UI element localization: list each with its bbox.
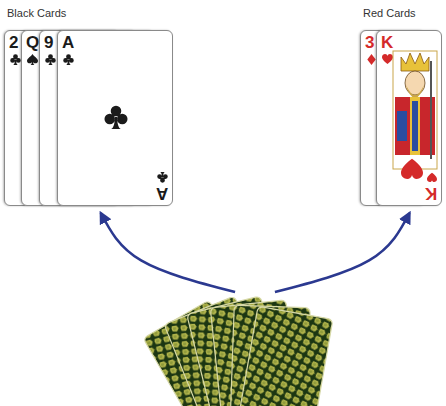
card-face <box>58 31 174 207</box>
card-rank: 2 <box>9 34 18 51</box>
deck-illustration <box>172 294 338 406</box>
card-rank: A <box>62 34 74 51</box>
card-rank: A <box>156 185 168 202</box>
flow-arrow <box>275 213 410 292</box>
card-rank: K <box>381 34 393 51</box>
suit-symbol <box>157 172 168 183</box>
suit-symbol <box>401 159 423 179</box>
card-back <box>239 306 333 406</box>
card-face <box>377 31 443 207</box>
card-pile: Black Cards2Q9AA <box>4 6 180 208</box>
suit-symbol <box>10 54 21 65</box>
suit-symbol <box>63 54 74 65</box>
suit-symbol <box>27 54 38 65</box>
card-rank: 9 <box>44 34 53 51</box>
suit-symbol <box>367 54 375 65</box>
suit-symbol <box>427 173 437 182</box>
card-rank: 3 <box>365 34 374 51</box>
suit-symbol <box>104 106 127 129</box>
card-rank: Q <box>26 34 39 51</box>
suit-symbol <box>45 54 56 65</box>
card-pile: Red Cards3KK <box>360 6 446 208</box>
card-rank: K <box>425 185 437 202</box>
flow-arrow <box>101 213 235 292</box>
suit-symbol <box>382 54 393 64</box>
pile-heading: Red Cards <box>360 6 446 20</box>
playing-card: AA <box>57 30 173 206</box>
pile-heading: Black Cards <box>4 6 180 20</box>
playing-card: KK <box>376 30 442 206</box>
king-figure <box>393 51 437 169</box>
card-deck <box>172 294 338 406</box>
